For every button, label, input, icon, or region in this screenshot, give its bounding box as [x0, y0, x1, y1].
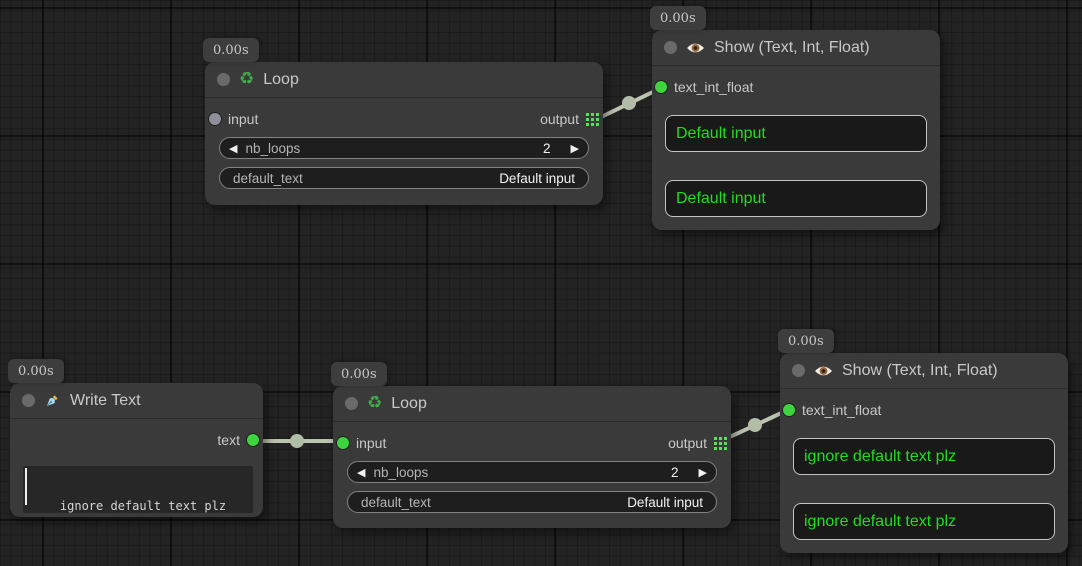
decrement-arrow-icon[interactable]: ◀ — [357, 465, 366, 479]
decrement-arrow-icon[interactable]: ◀ — [229, 141, 238, 155]
output-slot[interactable]: output — [668, 435, 727, 451]
input-slot-label: text_int_float — [802, 402, 882, 418]
show-text-box[interactable]: Default input — [665, 180, 927, 217]
output-slot-label: output — [668, 435, 707, 451]
output-slot[interactable]: output — [540, 111, 599, 127]
node-write-text[interactable]: 0.00s Write Text text ignore default tex… — [8, 359, 263, 517]
node-titlebar[interactable]: ♻ Loop — [333, 386, 731, 422]
input-port-dot[interactable] — [337, 437, 349, 449]
widget-label: nb_loops — [373, 464, 429, 480]
execution-time-badge: 0.00s — [778, 329, 834, 353]
increment-arrow-icon[interactable]: ▶ — [698, 465, 707, 479]
node-titlebar[interactable]: Show (Text, Int, Float) — [780, 353, 1068, 389]
textarea-value: ignore default text plz — [59, 499, 227, 513]
recycle-icon: ♻ — [367, 393, 383, 413]
widget-value: 2 — [671, 464, 679, 480]
output-grid-icon[interactable] — [586, 112, 599, 126]
widget-value: Default input — [499, 170, 575, 186]
input-port-dot[interactable] — [783, 404, 795, 416]
input-slot-label: text_int_float — [674, 79, 754, 95]
output-slot-label: output — [540, 111, 579, 127]
show-text-box[interactable]: ignore default text plz — [793, 503, 1055, 540]
eye-icon — [814, 365, 833, 377]
input-slot-label: input — [356, 435, 387, 451]
default-text-widget[interactable]: default_text Default input — [347, 491, 717, 513]
nb-loops-widget[interactable]: ◀ nb_loops 2 ▶ — [347, 461, 717, 483]
node-title: Loop — [391, 394, 427, 412]
text-cursor — [25, 468, 27, 505]
node-title: Show (Text, Int, Float) — [842, 361, 998, 379]
input-slot[interactable]: text_int_float — [655, 79, 753, 95]
nb-loops-widget[interactable]: ◀ nb_loops 2 ▶ — [219, 137, 589, 159]
eye-icon — [686, 42, 705, 54]
execution-time-badge: 0.00s — [650, 6, 706, 30]
input-slot[interactable]: input — [337, 435, 386, 451]
text-input-area[interactable]: ignore default text plz — [23, 466, 253, 513]
widget-label: nb_loops — [245, 140, 301, 156]
collapse-dot[interactable] — [792, 364, 805, 377]
node-titlebar[interactable]: Show (Text, Int, Float) — [652, 30, 940, 66]
node-show-bottom[interactable]: 0.00s Show (Text, Int, Float) text_int_f… — [778, 329, 1068, 553]
link-midpoint-dot — [748, 418, 762, 432]
collapse-dot[interactable] — [664, 41, 677, 54]
execution-time-badge: 0.00s — [203, 38, 259, 62]
input-port-dot[interactable] — [655, 81, 667, 93]
collapse-dot[interactable] — [217, 73, 230, 86]
node-loop-bottom[interactable]: 0.00s ♻ Loop input output ◀ nb_loops 2 ▶… — [331, 362, 731, 528]
execution-time-badge: 0.00s — [8, 359, 64, 383]
node-loop-top[interactable]: 0.00s ♻ Loop input output ◀ nb_loops 2 ▶… — [203, 38, 603, 205]
output-port-dot[interactable] — [247, 434, 259, 446]
default-text-widget[interactable]: default_text Default input — [219, 167, 589, 189]
recycle-icon: ♻ — [239, 69, 255, 89]
output-slot-label: text — [217, 432, 240, 448]
node-show-top[interactable]: 0.00s Show (Text, Int, Float) text_int_f… — [650, 6, 940, 230]
node-titlebar[interactable]: Write Text — [10, 383, 263, 419]
increment-arrow-icon[interactable]: ▶ — [570, 141, 579, 155]
node-title: Write Text — [70, 391, 141, 409]
input-slot[interactable]: input — [209, 111, 258, 127]
execution-time-badge: 0.00s — [331, 362, 387, 386]
widget-label: default_text — [233, 170, 303, 186]
show-text-box[interactable]: Default input — [665, 115, 927, 152]
widget-label: default_text — [361, 494, 431, 510]
collapse-dot[interactable] — [22, 394, 35, 407]
link-midpoint-dot — [622, 96, 636, 110]
input-slot-label: input — [228, 111, 259, 127]
output-slot[interactable]: text — [217, 432, 259, 448]
input-port-dot[interactable] — [209, 113, 221, 125]
widget-value: 2 — [543, 140, 551, 156]
input-slot[interactable]: text_int_float — [783, 402, 881, 418]
collapse-dot[interactable] — [345, 397, 358, 410]
node-title: Show (Text, Int, Float) — [714, 38, 870, 56]
node-titlebar[interactable]: ♻ Loop — [205, 62, 603, 98]
show-text-box[interactable]: ignore default text plz — [793, 438, 1055, 475]
link-midpoint-dot — [290, 434, 304, 448]
pen-icon — [44, 392, 61, 409]
node-title: Loop — [263, 70, 299, 88]
output-grid-icon[interactable] — [714, 436, 727, 450]
widget-value: Default input — [627, 494, 703, 510]
